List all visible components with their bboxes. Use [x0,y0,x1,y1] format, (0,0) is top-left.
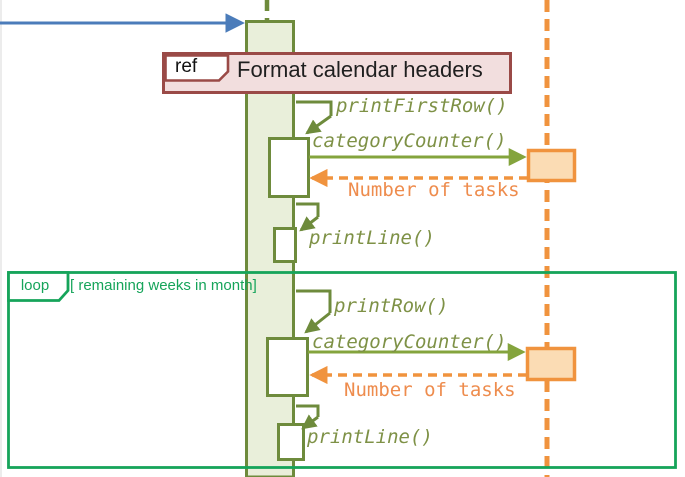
message-number-of-tasks-1: Number of tasks [348,179,520,201]
loop-keyword: loop [20,277,50,294]
ref-label-pentagon [164,54,230,82]
message-printfirstrow: printFirstRow() [336,95,508,117]
loop-label-pentagon [7,271,70,302]
self-call-printrow-arrow [296,289,332,334]
nested-activation-categorycounter-2 [266,337,309,397]
message-number-of-tasks-2: Number of tasks [344,379,516,401]
ref-keyword: ref [175,56,198,77]
self-call-printline-1-arrow [296,202,320,232]
self-call-printfirstrow-arrow [296,100,333,135]
loop-fragment-frame [7,271,677,469]
message-categorycounter-1: categoryCounter() [312,130,507,152]
message-printline-2: printLine() [307,426,433,448]
nested-activation-printline-1 [273,227,297,263]
nested-activation-printline-2 [277,423,305,461]
self-call-printline-2-arrow [296,404,320,430]
loop-guard: [ remaining weeks in month] [70,277,257,294]
participant-activation-1 [526,148,577,183]
nested-activation-categorycounter-1 [268,137,310,198]
ref-title: Format calendar headers [237,57,483,82]
participant-activation-2 [525,346,577,382]
message-printrow: printRow() [334,295,449,317]
message-printline-1: printLine() [309,227,435,249]
message-categorycounter-2: categoryCounter() [312,331,507,353]
ref-fragment-frame [162,52,512,94]
